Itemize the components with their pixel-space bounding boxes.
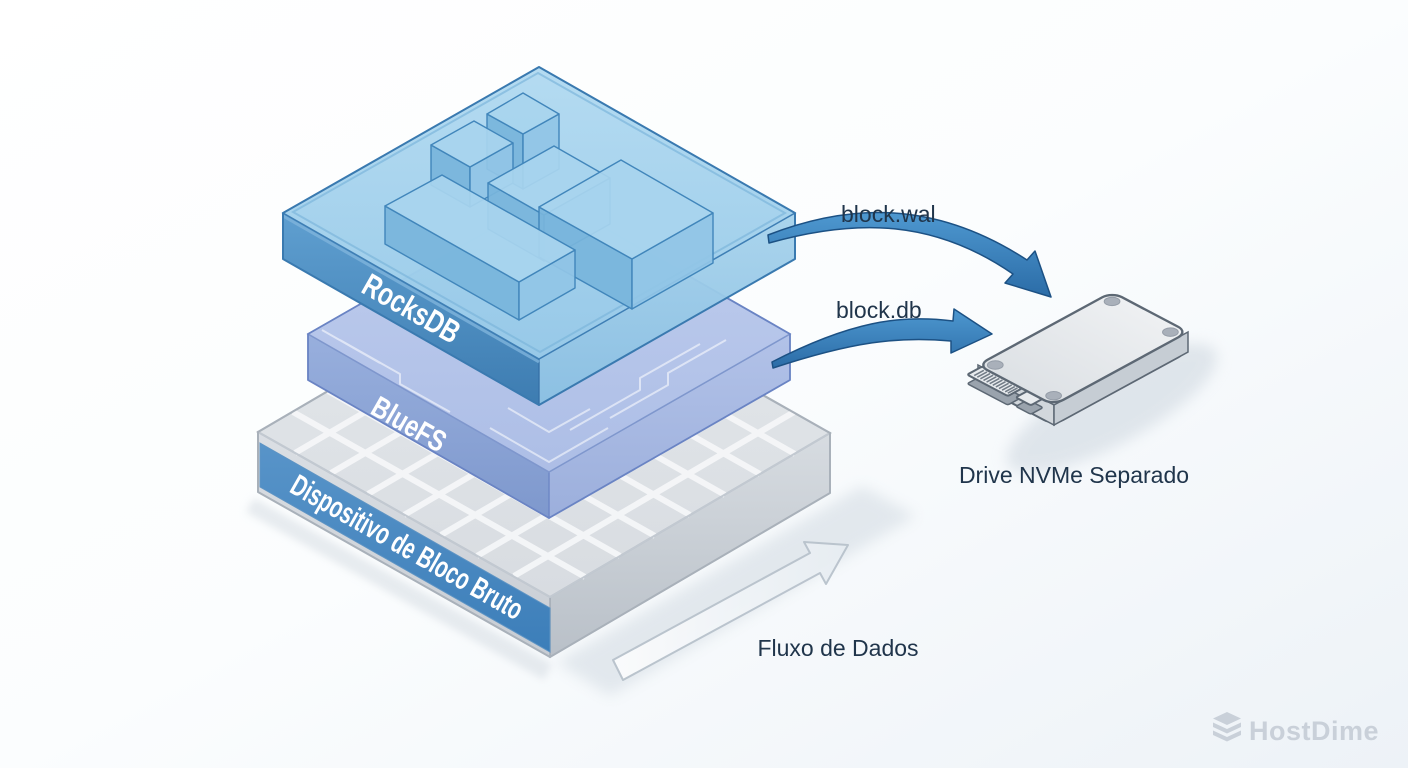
block-db-arrow (771, 308, 993, 369)
drive-connector-pins (974, 370, 1017, 393)
labels: block.wal block.db Drive NVMe Separado F… (757, 201, 1189, 661)
bluefs-outline (307, 195, 791, 519)
device-label-band (259, 442, 551, 653)
drive-screw-hole-1 (1101, 295, 1123, 307)
drive-screw-hole-3 (984, 359, 1006, 371)
hostdime-stack-icon (1213, 712, 1241, 742)
watermark-label: HostDime (1249, 716, 1379, 746)
device-top-front-edges (257, 431, 831, 599)
slab-left-shadow (246, 498, 552, 680)
rocksdb-block-long-bar (384, 174, 576, 321)
watermark: HostDime (1213, 712, 1379, 746)
rocksdb-face-highlight (282, 214, 540, 364)
rocksdb-block-large (538, 159, 714, 310)
block-wal-label: block.wal (841, 201, 936, 227)
block-db-label: block.db (836, 297, 922, 323)
device-outline (257, 267, 831, 658)
drive-top-face (978, 292, 1188, 405)
rocksdb-blocks (384, 92, 714, 321)
rocksdb-inner-edge (290, 71, 788, 354)
bluefs-circuit-traces (321, 329, 727, 463)
nvme-drive (964, 292, 1189, 427)
drive-screw-hole-4 (1043, 390, 1065, 402)
link-arrows (767, 211, 1052, 369)
layer-rocksdb: RocksDB (281, 66, 797, 407)
block-wal-arrow (767, 211, 1052, 298)
drive-label: Drive NVMe Separado (959, 462, 1189, 488)
rocksdb-outline (282, 66, 796, 406)
data-flow-arrow (612, 541, 849, 681)
data-flow-label: Fluxo de Dados (757, 635, 918, 661)
drive-screw-hole-2 (1159, 326, 1181, 338)
drive-shadow (1006, 343, 1218, 473)
